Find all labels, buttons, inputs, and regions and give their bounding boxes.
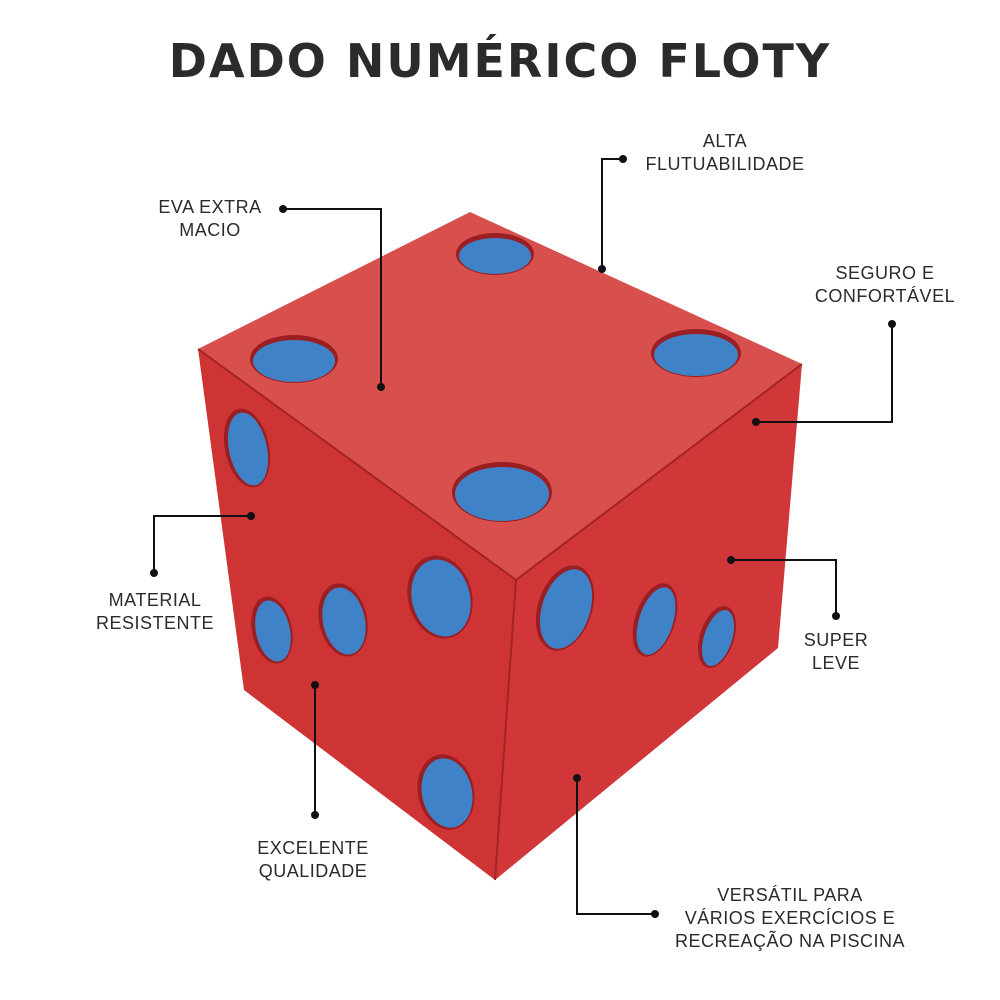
die-pip — [539, 569, 593, 649]
dot — [752, 418, 760, 426]
dot — [832, 612, 840, 620]
dot — [377, 383, 385, 391]
dot — [727, 556, 735, 564]
feature-label-alta-flutuabilidade: ALTA FLUTUABILIDADE — [645, 131, 805, 174]
left-face-pips — [223, 408, 475, 830]
dot — [888, 320, 896, 328]
die-pip — [459, 238, 531, 274]
die-pip — [421, 758, 473, 828]
callout-leaders — [150, 155, 896, 918]
product-title: DADO NUMÉRICO FLOTY — [168, 34, 832, 88]
die-pip — [701, 610, 735, 666]
right-face-pips — [535, 565, 736, 668]
die-pip — [654, 334, 738, 376]
dot — [651, 910, 659, 918]
top-face-pips — [250, 233, 741, 522]
feature-label-material-resistente: MATERIAL RESISTENTE — [95, 590, 215, 633]
leader-super — [731, 559, 837, 616]
leader-seguro — [756, 324, 893, 423]
die-top-face — [198, 212, 802, 580]
die-pip — [636, 587, 676, 655]
dot — [573, 774, 581, 782]
die-pip — [255, 600, 291, 662]
dot — [279, 205, 287, 213]
dot — [598, 265, 606, 273]
die-pip — [322, 587, 366, 655]
foam-die — [197, 212, 803, 881]
die-pip — [253, 340, 335, 382]
feature-label-seguro-confortavel: SEGURO E CONFORTÁVEL — [814, 263, 956, 306]
die-pip — [411, 559, 471, 637]
dot — [619, 155, 627, 163]
leader-material — [153, 515, 251, 573]
dot — [150, 569, 158, 577]
die-pip — [227, 412, 269, 486]
feature-label-versatil: VERSÁTIL PARA VÁRIOS EXERCÍCIOS E RECREA… — [674, 885, 906, 951]
leader-eva — [283, 208, 382, 387]
feature-label-eva-extra-macio: EVA EXTRA MACIO — [158, 197, 262, 240]
dot — [247, 512, 255, 520]
feature-label-super-leve: SUPER LEVE — [803, 630, 869, 673]
dot — [311, 681, 319, 689]
dot — [311, 811, 319, 819]
leader-alta — [601, 158, 623, 269]
feature-label-excelente-qualidade: EXCELENTE QUALIDADE — [257, 838, 369, 881]
leader-versatil — [576, 778, 655, 915]
die-pip — [455, 467, 549, 521]
